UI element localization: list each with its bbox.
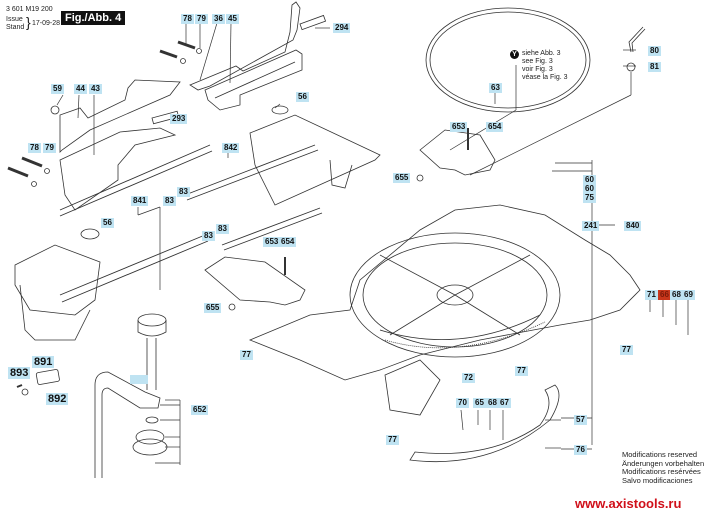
- part-label-69[interactable]: 69: [682, 290, 695, 300]
- clamp-cover-upper: [416, 128, 496, 182]
- issue-brace: }: [26, 14, 31, 30]
- guide-rods: [59, 144, 323, 303]
- part-label-653[interactable]: 653: [263, 237, 281, 247]
- part-label-77[interactable]: 77: [620, 345, 633, 355]
- part-label-294[interactable]: 294: [333, 23, 351, 33]
- part-label-653[interactable]: 653: [450, 122, 468, 132]
- issue-label-en: Issue: [6, 16, 23, 23]
- part-label-655[interactable]: 655: [393, 173, 411, 183]
- part-label-56[interactable]: 56: [296, 92, 309, 102]
- clamp-cover-lower: [204, 256, 306, 311]
- see-note-fr: voir Fig. 3: [522, 66, 553, 73]
- part-label-75[interactable]: 75: [583, 193, 596, 203]
- saw-base: [248, 204, 641, 416]
- part-label-892[interactable]: 892: [46, 393, 69, 405]
- part-label-68[interactable]: 68: [486, 398, 499, 408]
- part-label-45[interactable]: 45: [226, 14, 239, 24]
- bolts-78-79-upper: [159, 40, 202, 64]
- part-label-59[interactable]: 59: [51, 84, 64, 94]
- part-label-654[interactable]: 654: [486, 122, 504, 132]
- modifications-note: Modifications reserved Änderungen vorbeh…: [622, 450, 705, 485]
- left-extension-table: [14, 244, 101, 341]
- part-label-241[interactable]: 241: [582, 221, 600, 231]
- part-label-77[interactable]: 77: [515, 366, 528, 376]
- see-reference-icon: Y: [510, 50, 519, 59]
- part-label-83[interactable]: 83: [163, 196, 176, 206]
- part-label-67[interactable]: 67: [498, 398, 511, 408]
- part-label-66-highlighted[interactable]: 66: [658, 290, 671, 300]
- part-label-78[interactable]: 78: [181, 14, 194, 24]
- part-label-56[interactable]: 56: [101, 218, 114, 228]
- table-insert-63: [425, 7, 591, 113]
- figure-label: Fig./Abb. 4: [61, 11, 126, 25]
- part-label-78[interactable]: 78: [28, 143, 41, 153]
- part-label-840[interactable]: 840: [624, 221, 642, 231]
- see-reference-note: siehe Abb. 3 see Fig. 3 voir Fig. 3 véas…: [522, 50, 568, 82]
- part-label-893[interactable]: 893: [8, 367, 31, 379]
- part-label-83[interactable]: 83: [177, 187, 190, 197]
- part-label-79[interactable]: 79: [43, 143, 56, 153]
- part-label-842[interactable]: 842: [222, 143, 240, 153]
- see-note-es: véase la Fig. 3: [522, 74, 568, 81]
- part-label-63[interactable]: 63: [489, 83, 502, 93]
- part-label-652[interactable]: 652: [191, 405, 209, 415]
- see-note-en: see Fig. 3: [522, 58, 553, 65]
- part-label-77[interactable]: 77: [240, 350, 253, 360]
- part-label-83[interactable]: 83: [216, 224, 229, 234]
- bevel-scale-57: [409, 384, 560, 463]
- part-label-68[interactable]: 68: [670, 290, 683, 300]
- modifications-en: Modifications reserved: [622, 450, 698, 459]
- parts-891-893: [16, 369, 60, 396]
- issue-date: 17-09-28: [32, 20, 61, 27]
- part-label-80[interactable]: 80: [648, 46, 661, 56]
- part-label-293[interactable]: 293: [170, 114, 188, 124]
- document-number: 3 601 M19 200: [6, 6, 53, 13]
- fence-upper-right: [189, 1, 327, 111]
- modifications-de: Änderungen vorbehalten: [622, 458, 705, 468]
- fence-upper-left: [50, 79, 181, 211]
- part-label-57[interactable]: 57: [574, 415, 587, 425]
- part-label-841[interactable]: 841: [131, 196, 149, 206]
- support-table-plate: [249, 105, 381, 206]
- table-insert-inner: [429, 11, 587, 109]
- part-label-60[interactable]: 60: [583, 175, 596, 185]
- watermark-url[interactable]: www.axistools.ru: [575, 496, 682, 511]
- part-label-83[interactable]: 83: [202, 231, 215, 241]
- part-label-891[interactable]: 891: [32, 356, 55, 368]
- part-label-72[interactable]: 72: [462, 373, 475, 383]
- part-label-44[interactable]: 44: [74, 84, 87, 94]
- hex-key-80: [628, 26, 646, 53]
- bolts-78-79-lower: [7, 156, 50, 187]
- part-label-654[interactable]: 654: [279, 237, 297, 247]
- washer-81: [626, 62, 636, 72]
- part-label-71[interactable]: 71: [645, 290, 658, 300]
- part-label-76[interactable]: 76: [574, 445, 587, 455]
- see-note-de: siehe Abb. 3: [522, 50, 561, 57]
- part-label-77[interactable]: 77: [386, 435, 399, 445]
- part-label-70[interactable]: 70: [456, 398, 469, 408]
- leader-lines: [56, 22, 689, 465]
- modifications-es: Salvo modificaciones: [622, 475, 693, 485]
- part-label-655[interactable]: 655: [204, 303, 222, 313]
- modifications-fr: Modifications resérvées: [622, 467, 701, 476]
- part-label-blank[interactable]: [130, 375, 148, 384]
- issue-label-de: Stand: [6, 24, 25, 31]
- clamp-assembly-652: [94, 313, 168, 478]
- part-label-43[interactable]: 43: [89, 84, 102, 94]
- issue-label: Issue Stand: [6, 16, 24, 32]
- part-label-79[interactable]: 79: [195, 14, 208, 24]
- part-label-65[interactable]: 65: [473, 398, 486, 408]
- part-label-60[interactable]: 60: [583, 184, 596, 194]
- part-label-81[interactable]: 81: [648, 62, 661, 72]
- part-label-36[interactable]: 36: [212, 14, 225, 24]
- washer-56: [80, 228, 100, 240]
